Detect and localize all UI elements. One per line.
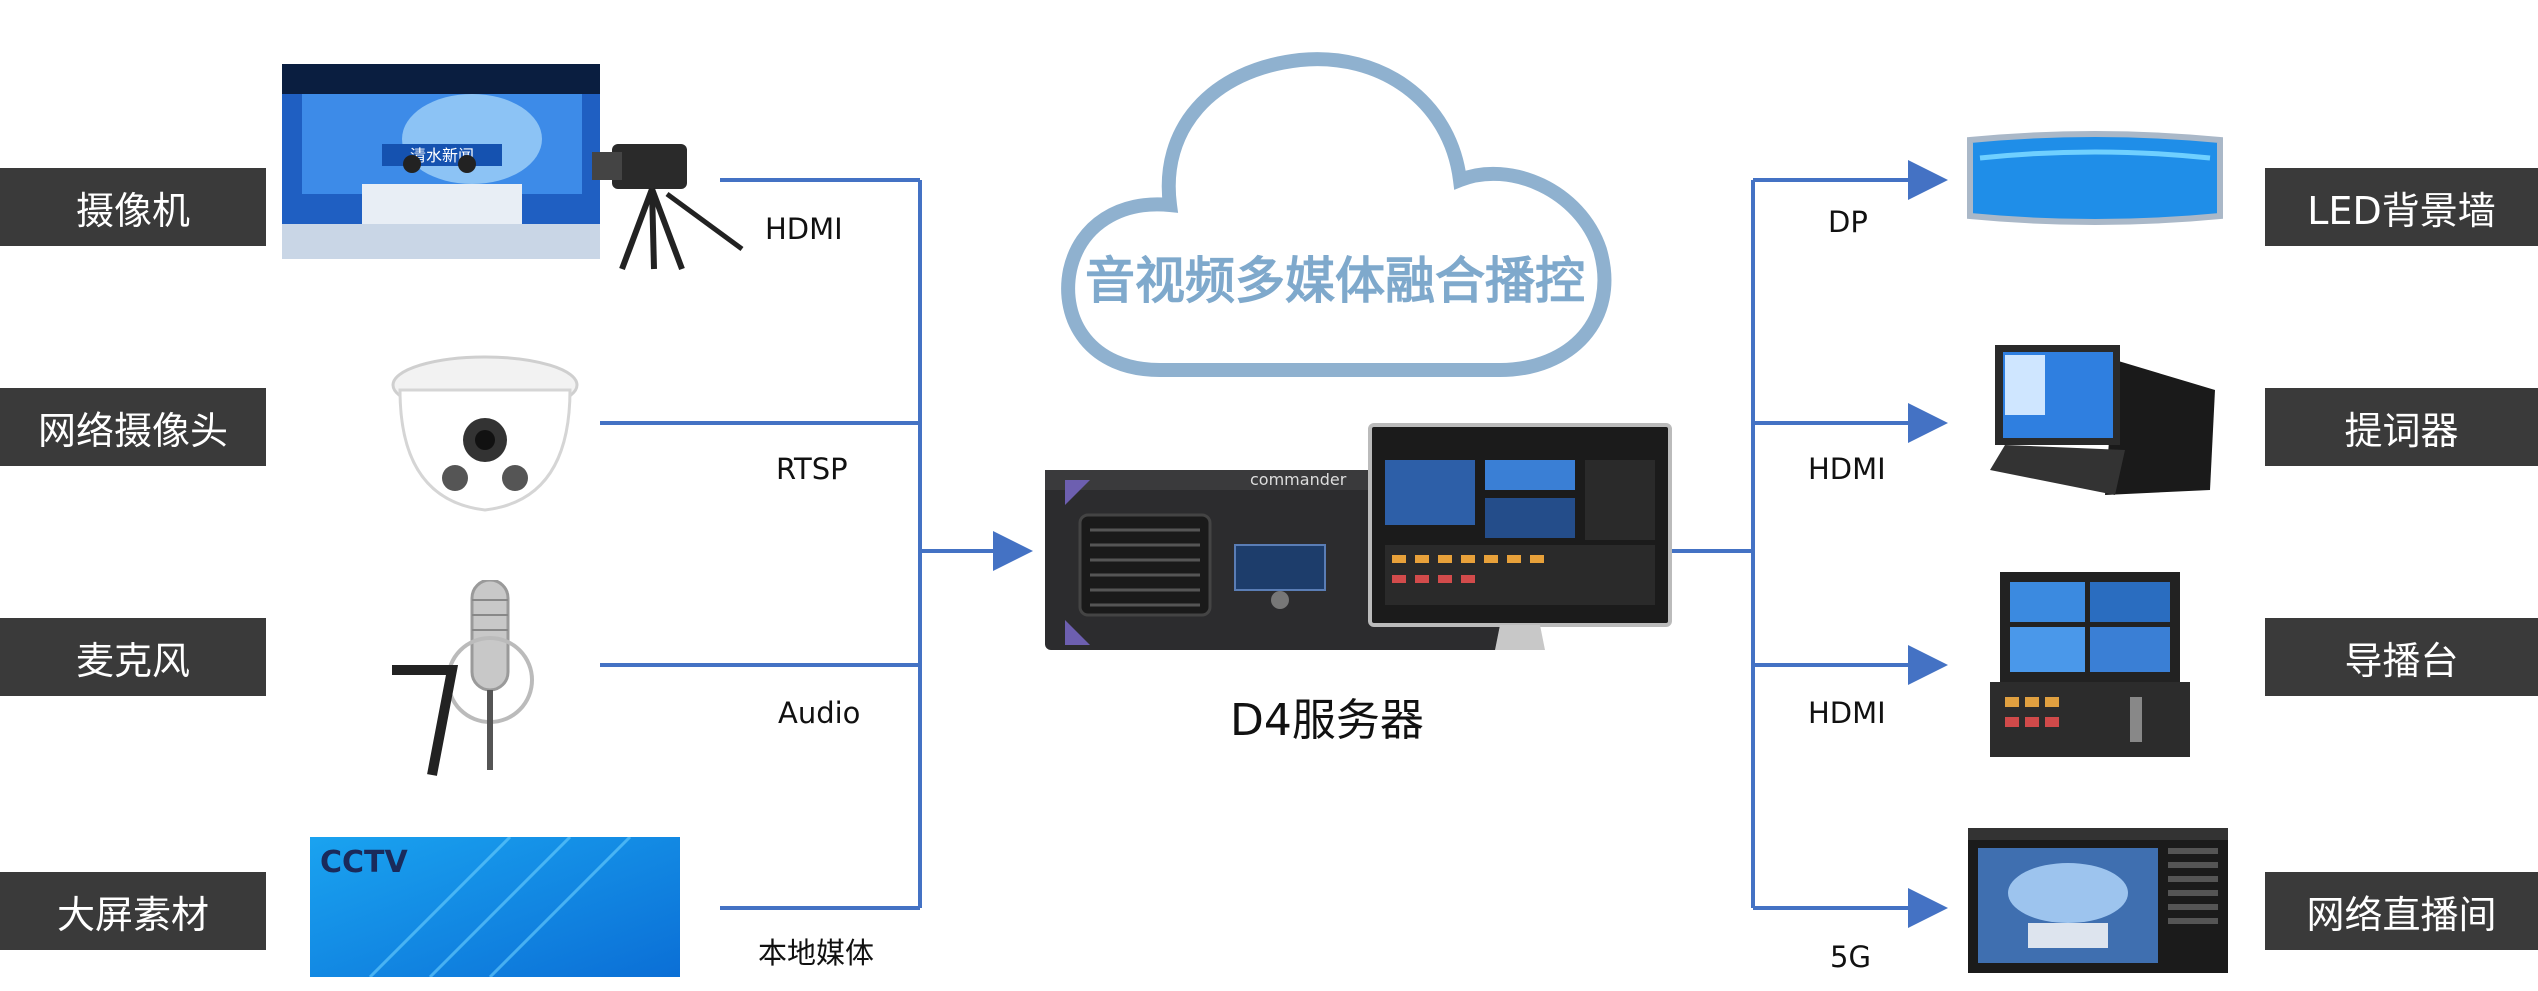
conn-label-dp: DP (1828, 205, 1868, 239)
screen-material-image: CCTV (310, 837, 680, 977)
output-label-led: LED背景墙 (2265, 168, 2538, 246)
studio-camera-image: 清水新闻 (282, 64, 744, 271)
microphone-image (392, 580, 534, 776)
cctv-logo: CCTV (320, 845, 408, 880)
input-label-media: 大屏素材 (0, 872, 266, 950)
conn-label-hdmi-switcher: HDMI (1808, 696, 1886, 730)
led-wall-image (1967, 131, 2223, 225)
ip-camera-image (391, 355, 579, 512)
output-label-switcher: 导播台 (2265, 618, 2538, 696)
server-image: commander (1045, 423, 1672, 650)
input-label-mic: 麦克风 (0, 618, 266, 696)
live-room-image (1968, 828, 2228, 973)
input-label-camera: 摄像机 (0, 168, 266, 246)
output-label-live: 网络直播间 (2265, 872, 2538, 950)
conn-label-rtsp: RTSP (776, 452, 848, 486)
switcher-image (1990, 572, 2190, 757)
input-label-ipcam: 网络摄像头 (0, 388, 266, 466)
conn-label-audio: Audio (778, 696, 861, 730)
teleprompter-image (1990, 345, 2215, 495)
server-brand: commander (1250, 470, 1347, 489)
conn-label-5g: 5G (1830, 940, 1871, 974)
conn-label-hdmi-in: HDMI (765, 212, 843, 246)
cloud-icon: 音视频多媒体融合播控 (1061, 52, 1612, 377)
conn-label-local-media: 本地媒体 (758, 936, 875, 970)
studio-sign: 清水新闻 (410, 146, 474, 165)
server-label: D4服务器 (1230, 695, 1424, 746)
conn-label-hdmi-prompter: HDMI (1808, 452, 1886, 486)
cloud-title: 音视频多媒体融合播控 (1085, 252, 1585, 310)
output-label-prompter: 提词器 (2265, 388, 2538, 466)
